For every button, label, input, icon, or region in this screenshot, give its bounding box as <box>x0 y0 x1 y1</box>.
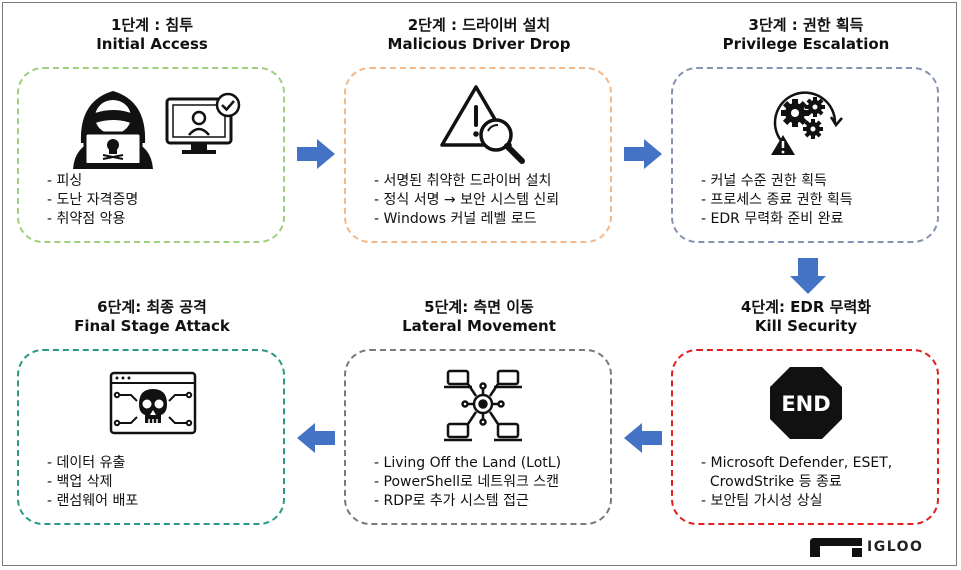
step1-title-ko: 1단계 : 침투 <box>110 16 194 34</box>
step2-title-en: Malicious Driver Drop <box>387 35 571 53</box>
skull-circuit-icon <box>109 371 197 435</box>
hacker-laptop-icon <box>73 91 153 169</box>
step2-items: 서명된 취약한 드라이버 설치 정식 서명 → 보안 시스템 신뢰 Window… <box>374 172 560 229</box>
step5-title-ko: 5단계: 측면 이동 <box>424 298 534 316</box>
step5-title-en: Lateral Movement <box>402 317 556 335</box>
list-item: 커널 수준 권한 획득 <box>701 172 853 191</box>
list-item: CrowdStrike 등 종료 <box>709 474 842 490</box>
step4-box: END Microsoft Defender, ESET, CrowdStrik… <box>671 349 939 525</box>
list-item: PowerShell로 네트워크 스캔 <box>374 473 561 492</box>
step6-items: 데이터 유출 백업 삭제 랜섬웨어 배포 <box>47 454 139 511</box>
list-item: RDP로 추가 시스템 접근 <box>374 492 561 511</box>
step3-title: 3단계 : 권한 획득 Privilege Escalation <box>671 16 941 54</box>
list-item: Microsoft Defender, ESET, <box>701 454 893 473</box>
list-item: Windows 커널 레벨 로드 <box>374 210 559 229</box>
warning-magnifier-icon <box>440 85 525 164</box>
end-octagon-icon: END <box>770 367 842 439</box>
step4-title: 4단계: EDR 무력화 Kill Security <box>671 298 941 336</box>
step4-items: Microsoft Defender, ESET, CrowdStrike 등 … <box>701 454 892 511</box>
arrow-down-icon <box>790 258 826 294</box>
arrow-left-icon <box>624 423 662 453</box>
step5-box: Living Off the Land (LotL) PowerShell로 네… <box>344 349 612 525</box>
logo-text: IGLOO <box>867 539 924 555</box>
step6-title-ko: 6단계: 최종 공격 <box>97 298 207 316</box>
list-item: Living Off the Land (LotL) <box>374 454 562 473</box>
step6-title: 6단계: 최종 공격 Final Stage Attack <box>17 298 287 336</box>
step1-items: 피싱 도난 자격증명 취약점 악용 <box>47 172 139 229</box>
step1-box: 피싱 도난 자격증명 취약점 악용 <box>17 67 285 243</box>
list-item: 프로세스 종료 권한 획득 <box>701 191 853 210</box>
step1-title-en: Initial Access <box>96 35 208 53</box>
arrow-right-icon <box>624 139 662 169</box>
list-item: EDR 무력화 준비 완료 <box>701 210 853 229</box>
network-hub-icon <box>444 369 522 442</box>
arrow-left-icon <box>297 423 335 453</box>
step3-title-ko: 3단계 : 권한 획득 <box>748 16 864 34</box>
step2-title-ko: 2단계 : 드라이버 설치 <box>407 16 551 34</box>
list-item: 서명된 취약한 드라이버 설치 <box>374 172 559 191</box>
list-item: 보안팀 가시성 상실 <box>701 492 892 511</box>
list-item: 취약점 악용 <box>47 210 138 229</box>
step5-items: Living Off the Land (LotL) PowerShell로 네… <box>374 454 562 511</box>
step4-title-ko: 4단계: EDR 무력화 <box>740 298 872 316</box>
step6-title-en: Final Stage Attack <box>74 317 230 335</box>
igloo-logo-icon <box>810 538 862 557</box>
step2-box: 서명된 취약한 드라이버 설치 정식 서명 → 보안 시스템 신뢰 Window… <box>344 67 612 243</box>
list-item: 도난 자격증명 <box>47 191 139 210</box>
step3-title-en: Privilege Escalation <box>722 35 890 53</box>
arrow-right-icon <box>297 139 335 169</box>
step4-title-en: Kill Security <box>754 317 858 335</box>
gears-warning-icon <box>771 91 843 155</box>
verified-user-monitor-icon <box>165 92 241 154</box>
list-item: 랜섬웨어 배포 <box>47 492 139 511</box>
end-badge-text: END <box>781 392 830 416</box>
list-item: 백업 삭제 <box>47 473 138 492</box>
step3-items: 커널 수준 권한 획득 프로세스 종료 권한 획득 EDR 무력화 준비 완료 <box>701 172 853 229</box>
step5-title: 5단계: 측면 이동 Lateral Movement <box>344 298 614 336</box>
step6-box: 데이터 유출 백업 삭제 랜섬웨어 배포 <box>17 349 285 525</box>
list-item: 피싱 <box>47 172 138 191</box>
step1-title: 1단계 : 침투 Initial Access <box>17 16 287 54</box>
list-item: 데이터 유출 <box>47 454 138 473</box>
step2-title: 2단계 : 드라이버 설치 Malicious Driver Drop <box>344 16 614 54</box>
list-item: 정식 서명 → 보안 시스템 신뢰 <box>374 191 560 210</box>
step3-box: 커널 수준 권한 획득 프로세스 종료 권한 획득 EDR 무력화 준비 완료 <box>671 67 939 243</box>
